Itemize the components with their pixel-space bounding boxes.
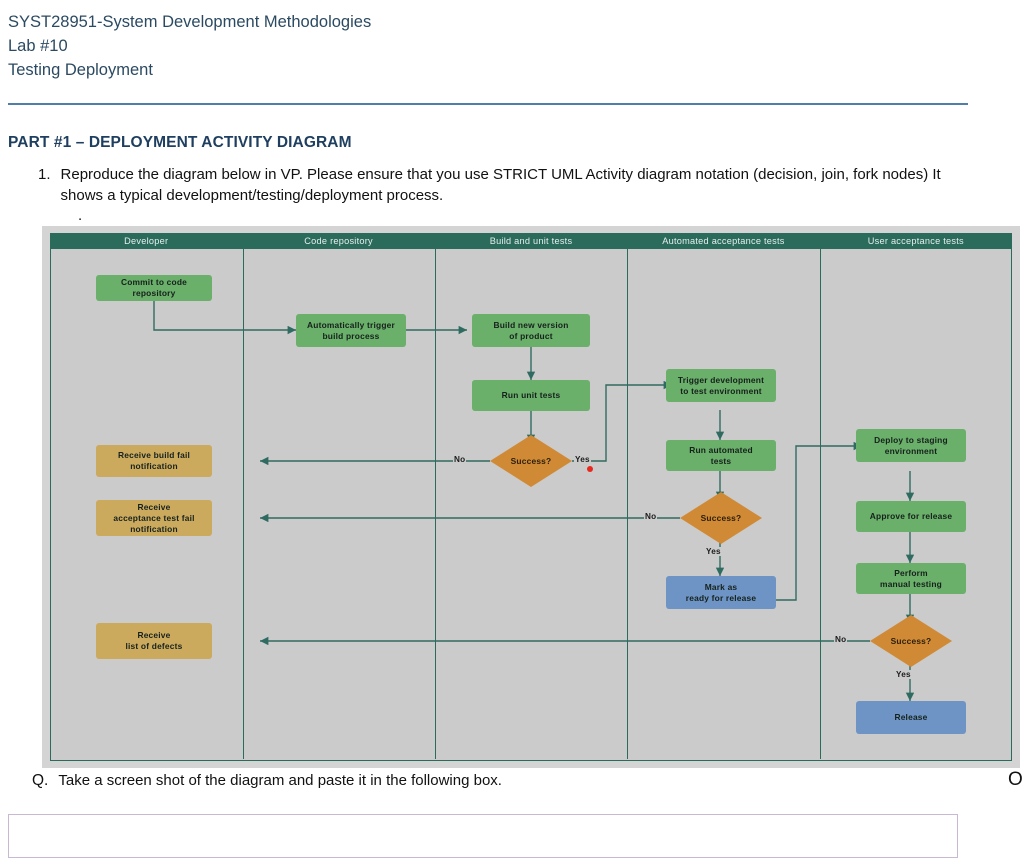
- swimlane-header-row: Developer Code repository Build and unit…: [50, 233, 1012, 249]
- document-header: SYST28951-System Development Methodologi…: [8, 10, 968, 82]
- edge-label-uat-yes: Yes: [895, 670, 912, 679]
- node-mark-as-ready-for-release[interactable]: Mark as ready for release: [666, 576, 776, 609]
- node-decision-manual-testing-success[interactable]: Success?: [870, 615, 952, 667]
- node-run-automated-tests[interactable]: Run automated tests: [666, 440, 776, 471]
- swimlane-label-code-repository: Code repository: [304, 236, 373, 246]
- diagram-canvas: Developer Code repository Build and unit…: [50, 233, 1012, 761]
- page-title: PART #1 – DEPLOYMENT ACTIVITY DIAGRAM: [8, 134, 352, 151]
- swimlane-label-build-unit-tests: Build and unit tests: [489, 236, 573, 246]
- decision-label: Success?: [700, 513, 742, 523]
- question-item: Q. Take a screen shot of the diagram and…: [32, 772, 992, 790]
- swimlane-divider-2: [435, 249, 436, 759]
- node-deploy-to-staging-environment[interactable]: Deploy to staging environment: [856, 429, 966, 462]
- question-number: Q.: [32, 772, 49, 789]
- swimlane-label-automated-acceptance: Automated acceptance tests: [662, 236, 785, 246]
- edge-label-unit-no: No: [453, 455, 467, 464]
- node-perform-manual-testing[interactable]: Perform manual testing: [856, 563, 966, 594]
- swimlane-divider-3: [627, 249, 628, 759]
- edge-label-uat-no: No: [834, 635, 848, 644]
- node-decision-unit-tests-success[interactable]: Success?: [490, 435, 572, 487]
- instruction-number: 1.: [38, 166, 51, 183]
- header-divider: [8, 103, 968, 105]
- node-receive-acceptance-test-fail-notification[interactable]: Receive acceptance test fail notificatio…: [96, 500, 212, 536]
- swimlane-label-developer: Developer: [124, 236, 169, 246]
- instruction-text: Reproduce the diagram below in VP. Pleas…: [60, 166, 941, 204]
- node-release[interactable]: Release: [856, 701, 966, 734]
- node-trigger-development-to-test-environment[interactable]: Trigger development to test environment: [666, 369, 776, 402]
- node-commit-to-code-repository[interactable]: Commit to code repository: [96, 275, 212, 301]
- lab-subject-line: Testing Deployment: [8, 61, 153, 79]
- activity-diagram-image: Developer Code repository Build and unit…: [42, 226, 1020, 768]
- node-receive-list-of-defects[interactable]: Receive list of defects: [96, 623, 212, 659]
- stray-mark: .: [78, 207, 83, 224]
- swimlane-label-user-acceptance: User acceptance tests: [867, 236, 964, 246]
- course-title-line: SYST28951-System Development Methodologi…: [8, 13, 372, 31]
- instruction-item: 1. Reproduce the diagram below in VP. Pl…: [38, 164, 978, 206]
- node-run-unit-tests[interactable]: Run unit tests: [472, 380, 590, 411]
- question-text: Take a screen shot of the diagram and pa…: [58, 772, 502, 789]
- edge-label-auto-no: No: [644, 512, 658, 521]
- node-receive-build-fail-notification[interactable]: Receive build fail notification: [96, 445, 212, 477]
- edge-clipped-glyph: O: [1008, 769, 1023, 790]
- swimlane-divider-1: [243, 249, 244, 759]
- decision-label: Success?: [510, 456, 552, 466]
- node-build-new-version-of-product[interactable]: Build new version of product: [472, 314, 590, 347]
- edge-label-auto-yes: Yes: [705, 547, 722, 556]
- node-approve-for-release[interactable]: Approve for release: [856, 501, 966, 532]
- decision-label: Success?: [890, 636, 932, 646]
- node-automatically-trigger-build-process[interactable]: Automatically trigger build process: [296, 314, 406, 347]
- red-marker-dot: [587, 466, 593, 472]
- swimlane-divider-4: [820, 249, 821, 759]
- lab-number-line: Lab #10: [8, 37, 68, 55]
- node-decision-automated-tests-success[interactable]: Success?: [680, 492, 762, 544]
- answer-paste-box[interactable]: [8, 814, 958, 858]
- edge-label-unit-yes: Yes: [574, 455, 591, 464]
